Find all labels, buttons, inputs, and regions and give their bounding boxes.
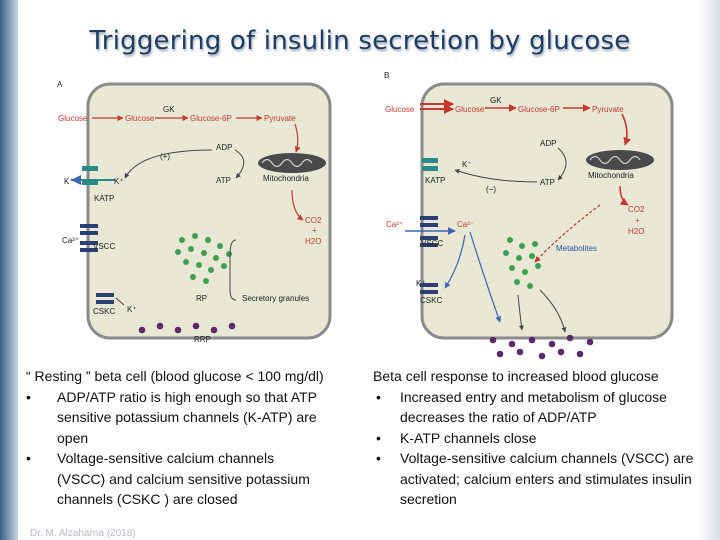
a-adp: ADP	[216, 143, 232, 152]
a-rp-label: RP	[196, 294, 207, 303]
b-pyruvate: Pyruvate	[592, 105, 624, 114]
a-csk-k: K⁺	[127, 305, 137, 314]
a-mito-label: Mitochondria	[263, 174, 309, 183]
a-k-out: K⁺	[64, 177, 74, 186]
b-h2o: H2O	[628, 227, 644, 236]
footer-credit: Dr. M. Alzaharna (2018)	[30, 528, 136, 539]
a-h2o: H2O	[305, 237, 321, 246]
a-glucose-in: Glucose	[125, 114, 155, 123]
response-heading: Beta cell response to increased blood gl…	[373, 368, 659, 384]
b-cskc-channel	[420, 283, 438, 287]
b-k-plus: K⁺	[416, 279, 426, 288]
b-minus-effect: (−)	[486, 185, 496, 194]
b-released-granules	[489, 334, 594, 360]
b-plus: +	[635, 216, 640, 225]
b-metabolites: Metabolites	[556, 244, 597, 253]
a-rp-granules	[175, 233, 232, 284]
resting-cell-text: “ Resting ” beta cell (blood glucose < 1…	[26, 366, 326, 510]
b-adp: ADP	[540, 139, 556, 148]
resting-heading: “ Resting ” beta cell (blood glucose < 1…	[26, 368, 324, 384]
a-cskc-label: CSKC	[93, 307, 115, 316]
response-bullet: Increased entry and metabolism of glucos…	[373, 387, 713, 428]
b-atp: ATP	[540, 178, 555, 187]
panel-b-letter: B	[384, 71, 389, 80]
response-bullet: Voltage-sensitive calcium channels (VSCC…	[373, 448, 713, 510]
a-vscc-channel-1	[80, 224, 98, 228]
b-katp-label: KATP	[425, 176, 445, 185]
b-katp-channel	[422, 158, 438, 163]
b-ca-in: Ca²⁻	[457, 220, 474, 229]
b-co2: CO2	[628, 205, 645, 214]
a-plus: +	[312, 226, 317, 235]
b-rp-granules	[503, 237, 541, 289]
b-glucose-in: Glucose	[455, 105, 485, 114]
a-adp-atp-arrow	[234, 149, 245, 179]
cell-b	[420, 82, 674, 340]
a-katp-channel-top	[82, 166, 98, 171]
resting-bullet: ADP/ATP ratio is high enough so that ATP…	[26, 387, 326, 449]
a-glucose-out: Glucose	[58, 114, 88, 123]
a-rrp-label: RRP	[194, 335, 211, 344]
panel-a-letter: A	[57, 80, 63, 89]
response-bullets: Increased entry and metabolism of glucos…	[373, 387, 713, 510]
a-rrp-granules	[138, 322, 236, 334]
a-atp: ATP	[216, 176, 231, 185]
b-k-minus: K⁻	[462, 160, 472, 169]
a-ca-label: Ca²⁺	[62, 236, 79, 245]
b-vscc-channel	[420, 216, 438, 220]
a-arrow-to-mito	[294, 123, 301, 153]
a-katp-label: KATP	[94, 194, 114, 203]
a-cskc-channel	[96, 293, 114, 297]
resting-bullet: Voltage-sensitive calcium channels (VSCC…	[26, 448, 326, 510]
a-vscc-label: VSCC	[93, 242, 115, 251]
b-gk: GK	[490, 96, 502, 105]
panel-b: B Glucose Glucose GK Glucose-6P Pyruvate…	[384, 71, 674, 360]
panel-a: A Glucose Glucose GK Glucose-6P Pyruvate…	[57, 80, 332, 344]
a-pyruvate: Pyruvate	[264, 114, 296, 123]
response-bullet: K-ATP channels close	[373, 428, 713, 449]
a-secretory-label: Secretory granules	[242, 294, 309, 303]
b-cskc-label: CSKC	[420, 296, 442, 305]
a-gk: GK	[163, 105, 175, 114]
cell-a	[86, 82, 332, 340]
b-mito-label: Mitochondria	[588, 171, 634, 180]
a-katp-channel-bottom	[82, 180, 98, 185]
page-title: Triggering of insulin secretion by gluco…	[89, 26, 631, 56]
b-ca-out: Ca²⁺	[386, 220, 403, 229]
a-k-in: K⁺	[114, 177, 124, 186]
a-adp-katp-arrow	[124, 149, 213, 179]
b-vscc-label: VSCC	[421, 239, 443, 248]
resting-bullets: ADP/ATP ratio is high enough so that ATP…	[26, 387, 326, 510]
b-glucose-out: Glucose	[385, 105, 415, 114]
b-g6p: Glucose-6P	[518, 105, 560, 114]
left-decorative-band	[0, 0, 18, 540]
response-text: Beta cell response to increased blood gl…	[373, 366, 713, 510]
a-co2: CO2	[305, 216, 322, 225]
a-plus-effect: (+)	[160, 152, 170, 161]
a-g6p: Glucose-6P	[190, 114, 232, 123]
